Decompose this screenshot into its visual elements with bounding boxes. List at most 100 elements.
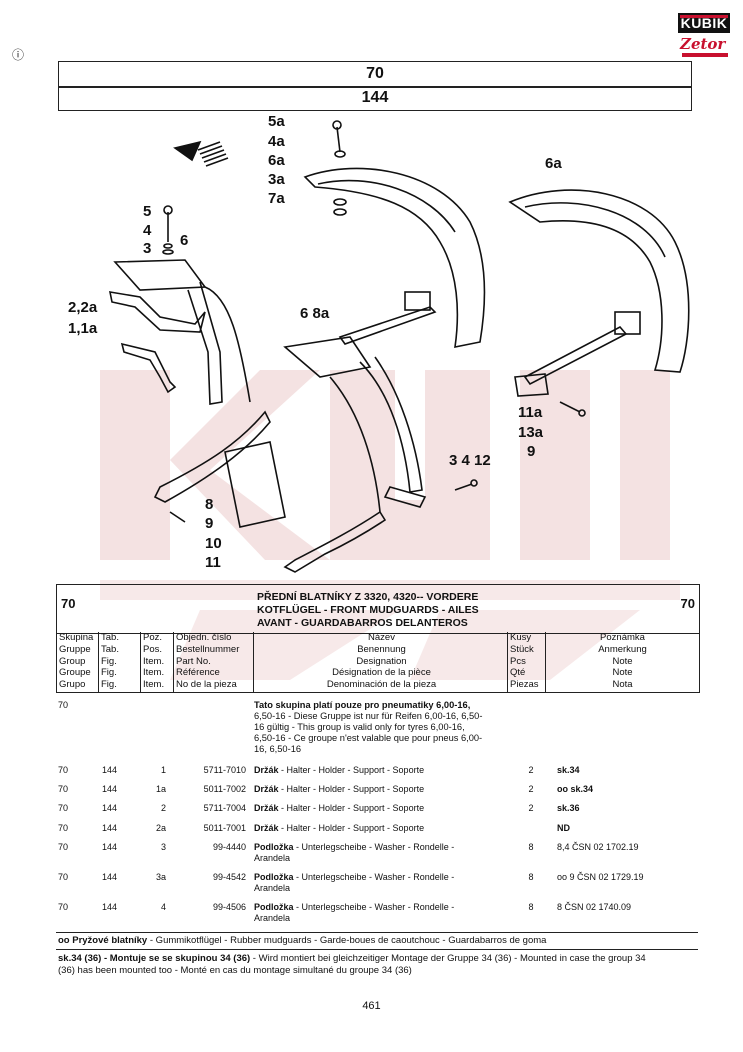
table-title-line: PŘEDNÍ BLATNÍKY Z 3320, 4320-- VORDERE [257,591,479,603]
row-tab: 144 [102,803,118,813]
row-pos: 1 [160,765,166,775]
callout-3: 3 [143,240,152,257]
callout-6a-right: 6a [545,155,562,172]
callout-4: 4 [143,222,152,239]
table-number: 144 [361,89,389,106]
callout-6-8a: 6 8a [300,305,330,322]
group-number: 70 [366,65,384,82]
kubik-zetor-logo: KUBÍK Zetor [678,13,730,59]
callout-13a: 13a [518,424,544,441]
callout-1-1a: 1,1a [68,320,98,337]
row-note: 8,4 ČSN 02 1702.19 [557,842,639,852]
callout-11: 11 [205,554,221,571]
intro-line: 16 gültig - This group is valid only for… [254,722,465,732]
table-number-box: 144 [58,86,692,111]
row-name: Podložka - Unterlegscheibe - Washer - Ro… [254,842,455,863]
row-note: ND [557,823,570,833]
footnote-divider [56,932,698,933]
logo-underline [682,53,728,57]
row-order: 99-4542 [212,872,246,882]
row-group: 70 [58,823,69,833]
row-tab: 144 [102,872,118,882]
callout-4a: 4a [268,133,285,150]
row-note: oo 9 ČSN 02 1729.19 [557,872,644,882]
callout-8: 8 [205,496,214,513]
row-qty: 2 [528,765,534,775]
callout-6a: 6a [268,152,285,169]
row-qty: 2 [528,784,534,794]
col-pos-header: Poz.Pos.Item.Item.Item. [140,632,173,692]
exploded-parts-drawing [108,120,690,573]
row-pos: 4 [160,902,166,912]
row-pos: 1a [155,784,166,794]
callout-11a: 11a [518,404,543,421]
row-note: 8 ČSN 02 1740.09 [557,902,632,912]
row-name: Držák - Halter - Holder - Support - Sopo… [254,765,425,775]
row-qty: 8 [528,842,534,852]
group-number-box: 70 [58,61,692,88]
row-name: Držák - Halter - Holder - Support - Sopo… [254,784,425,794]
table-title-line: KOTFLÜGEL - FRONT MUDGUARDS - AILES [257,604,479,616]
intro-note: Tato skupina platí pouze pro pneumatiky … [254,700,514,755]
row-order: 5011-7001 [203,823,246,833]
callout-3a: 3a [268,171,285,188]
row-note: sk.34 [557,765,580,775]
row-group: 70 [58,784,69,794]
row-order: 5711-7010 [203,765,246,775]
intro-line: 16, 6,50-16 [254,744,302,754]
logo-kubik-text: KUBÍK [678,13,730,33]
row-group: 70 [58,872,69,882]
col-tab-header: Tab.Tab.Fig.Fig.Fig. [98,632,140,692]
row-pos: 2a [155,823,166,833]
footnote-sk: sk.34 (36) - Montuje se se skupinou 34 (… [58,953,646,976]
callout-10: 10 [205,535,222,552]
parts-table-title: 70 PŘEDNÍ BLATNÍKY Z 3320, 4320-- VORDER… [56,584,700,634]
row-group: 70 [58,765,69,775]
row-tab: 144 [102,765,118,775]
row-qty: 8 [528,902,534,912]
intro-line: Tato skupina platí pouze pro pneumatiky … [254,700,471,710]
row-tab: 144 [102,842,118,852]
row-note: oo sk.34 [557,784,594,794]
row-qty: 8 [528,872,534,882]
row-group: 70 [58,902,69,912]
callout-2-2a: 2,2a [68,299,98,316]
row-qty: 2 [528,803,534,813]
table-title: PŘEDNÍ BLATNÍKY Z 3320, 4320-- VORDERE K… [257,591,479,630]
row-note: sk.36 [557,803,580,813]
row-group: 70 [58,842,69,852]
callout-9: 9 [205,515,214,532]
callout-labels: 5a 4a 6a 3a 7a 6a 5 4 3 6 2,2a 1,1a 6 8a… [68,113,562,571]
callout-9-right: 9 [527,443,536,460]
row-order: 99-4506 [212,902,246,912]
direction-arrow-icon [173,140,229,167]
row-order: 5011-7002 [203,784,246,794]
callout-5: 5 [143,203,152,220]
row-pos: 2 [160,803,166,813]
row-pos: 3 [160,842,166,852]
corner-mark: ⓘ [12,48,25,62]
row-order: 5711-7004 [203,803,246,813]
callout-7a: 7a [268,190,285,207]
callout-6: 6 [180,232,189,249]
intro-group: 70 [58,700,69,710]
logo-zetor-text: Zetor [680,35,726,53]
table-title-line: AVANT - GUARDABARROS DELANTEROS [257,617,468,629]
row-name: Podložka - Unterlegscheibe - Washer - Ro… [254,902,455,923]
row-tab: 144 [102,784,118,794]
footnote-divider [56,949,698,950]
intro-line: 6,50-16 - Ce groupe n'est valable que po… [254,733,483,743]
row-tab: 144 [102,823,118,833]
intro-line: 6,50-16 - Diese Gruppe ist nur für Reife… [254,711,483,721]
footnote-oo: oo Pryžové blatníky - Gummikotflügel - R… [58,935,547,946]
row-pos: 3a [155,872,166,882]
callout-5a: 5a [268,113,285,130]
row-name: Držák - Halter - Holder - Support - Sopo… [254,803,425,813]
